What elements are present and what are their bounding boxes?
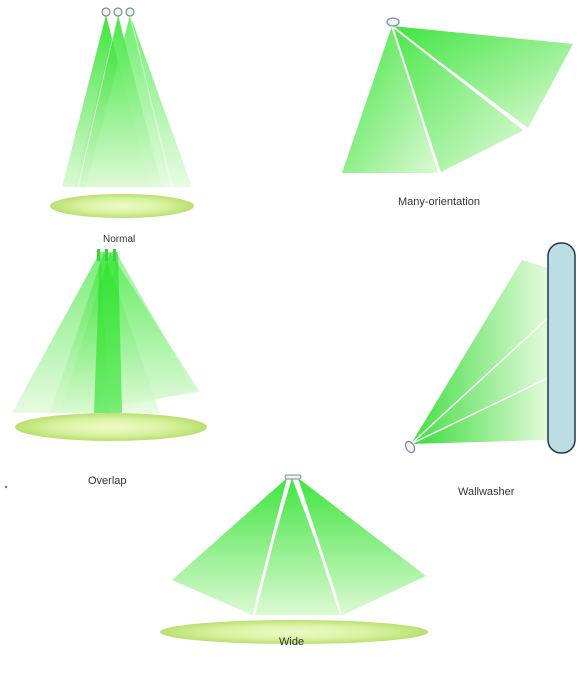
wide-illustration [160, 475, 428, 644]
overlap-illustration [12, 249, 207, 441]
normal-illustration [50, 8, 194, 218]
fixture-icon [97, 249, 116, 261]
fixture-icon [285, 475, 301, 479]
floor-light-pool [50, 194, 194, 218]
wall [548, 243, 575, 453]
caption-overlap: Overlap [88, 475, 127, 487]
caption-wallwasher: Wallwasher [458, 486, 514, 498]
stray-mark [5, 486, 7, 488]
wallwasher-illustration [404, 243, 575, 454]
caption-many-orientation: Many-orientation [398, 196, 480, 208]
floor-light-pool [15, 413, 207, 441]
fixture-icon [102, 8, 134, 16]
caption-wide: Wide [279, 636, 304, 648]
many-orientation-illustration [342, 18, 573, 173]
caption-normal: Normal [103, 234, 135, 245]
fixture-icon [387, 18, 399, 26]
